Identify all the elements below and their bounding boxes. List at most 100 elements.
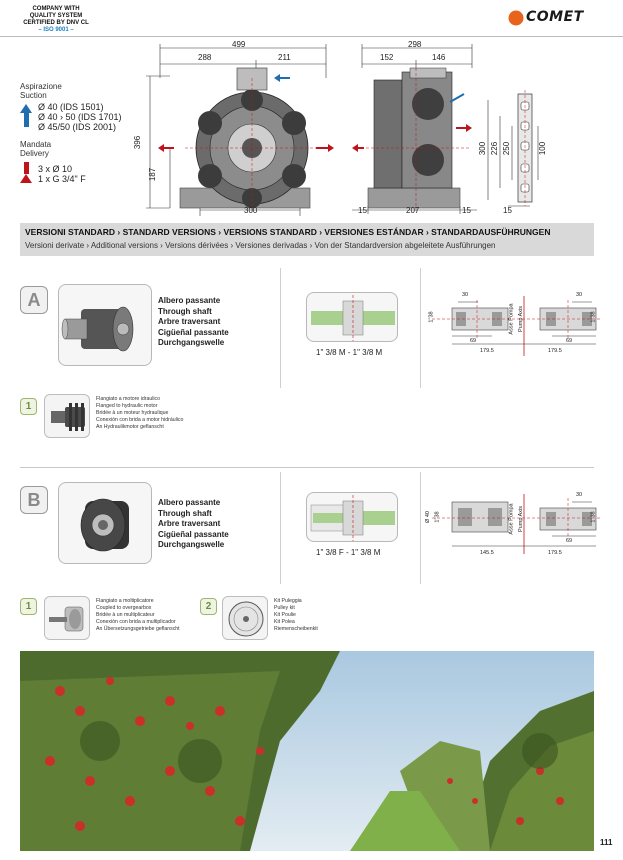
suction-label-en: Suction <box>20 91 47 100</box>
b-pump-axis-en: Pump Axis <box>517 506 524 532</box>
label-it: Albero passante <box>158 498 221 507</box>
dim-front-left: 288 <box>198 53 212 62</box>
dim-side-left: 152 <box>380 53 394 62</box>
label-en: Through shaft <box>158 508 212 518</box>
certification-block: COMPANY WITH QUALITY SYSTEM CERTIFIED BY… <box>20 6 92 34</box>
dim-side-right: 146 <box>432 53 446 62</box>
a-dim-179-right: 179.5 <box>548 348 562 354</box>
suction-row: Ø 40 › 50 (IDS 1701) <box>38 112 122 122</box>
dim-foot-height: 100 <box>538 141 548 156</box>
accessory-line: Flanged to hydraulic motor <box>96 403 158 409</box>
accessory-line: Pulley kit <box>274 605 295 611</box>
accessory-line: Coupled to overgearbox <box>96 605 152 611</box>
label-it: Albero passante <box>158 296 221 305</box>
dim-front-right: 211 <box>278 53 291 62</box>
section-divider <box>20 467 594 468</box>
standard-versions-band <box>20 223 594 256</box>
version-a-letter: A <box>27 289 41 310</box>
delivery-legend: Mandata Delivery <box>20 140 51 158</box>
accessory-line: Conexión con brida a multiplicador <box>96 619 176 625</box>
version-b-letter: B <box>27 489 41 510</box>
standard-versions-subtitle: Versioni derivate › Additional versions … <box>25 241 496 250</box>
cert-iso: – ISO 9001 – <box>38 27 74 33</box>
a-dim-69-right: 69 <box>566 338 573 344</box>
label-en: Through shaft <box>158 306 212 316</box>
accessory-line: Kit Polea <box>274 619 295 625</box>
version-b-shaft-diagram <box>306 492 398 542</box>
accessory-line: An Hydraulikmotor geflanscht <box>96 424 164 430</box>
b-dim-30: 30 <box>576 492 583 498</box>
b-dim-1-38-right: 1"38 <box>590 511 597 523</box>
comet-logo: COMET <box>508 8 598 28</box>
suction-rows: Ø 40 (IDS 1501) Ø 40 › 50 (IDS 1701) Ø 4… <box>38 102 122 132</box>
delivery-rows: 3 x Ø 10 1 x G 3/4" F <box>38 164 86 184</box>
pulley-kit-photo <box>222 596 268 640</box>
apple-orchard-photo <box>20 651 594 851</box>
dim-side-width: 298 <box>408 40 422 49</box>
accessory-line: Kit Poulie <box>274 612 296 618</box>
pulley-image <box>228 601 264 637</box>
accessory-line: Riemenscheibenkit <box>274 626 318 632</box>
version-b-accessory-1-text: Flangiato a moltiplicatore Coupled to ov… <box>96 598 180 633</box>
a-dim-179-left: 179.5 <box>480 348 494 354</box>
accessory-line: Flangiato a moltiplicatore <box>96 598 154 604</box>
delivery-label-en: Delivery <box>20 149 49 158</box>
b-dim-1-38-left: 1"38 <box>434 511 441 523</box>
delivery-arrow-icon <box>20 162 32 183</box>
a-dim-69-left: 69 <box>470 338 477 344</box>
accessory-number: 1 <box>25 401 32 412</box>
dim-front-height: 396 <box>133 135 143 150</box>
delivery-row: 3 x Ø 10 <box>38 164 73 174</box>
through-shaft-female-image <box>80 498 129 552</box>
label-es: Cigüeñal passante <box>158 327 229 337</box>
shaft-mm-diagram <box>311 295 395 341</box>
accessory-line: Conexión con brida a motor hidráulico <box>96 417 184 423</box>
version-b-accessory-2-text: Kit Puleggia Pulley kit Kit Poulie Kit P… <box>274 598 318 633</box>
version-a-labels: Albero passante Through shaft Arbre trav… <box>158 296 229 349</box>
label-de: Durchgangswelle <box>158 540 225 549</box>
dim-side-h1: 300 <box>478 141 488 156</box>
version-b-accessory-2-badge: 2 <box>200 598 217 615</box>
suction-label-it: Aspirazione <box>20 82 62 91</box>
accessory-number: 1 <box>25 601 32 612</box>
label-fr: Arbre traversant <box>158 317 221 326</box>
b-dim-dia-40: Ø 40 <box>424 511 431 523</box>
orchard-illustration <box>20 651 594 851</box>
page-number: 111 <box>600 838 613 847</box>
accessory-line: Bridée à un multiplicateur <box>96 612 155 618</box>
dim-front-axis: 187 <box>148 167 158 182</box>
label-fr: Arbre traversant <box>158 519 221 528</box>
version-b-accessory-1-badge: 1 <box>20 598 37 615</box>
accessory-line: An Übersetzungsgetriebe geflanscht <box>96 626 180 632</box>
dim-side-foot-right: 15 <box>462 206 471 215</box>
cert-line-1: COMPANY WITH <box>32 6 80 12</box>
a-pump-axis-en: Pump Axis <box>517 306 524 332</box>
pump-side-drawing <box>352 44 477 214</box>
version-a-shaft-photo <box>58 284 152 366</box>
overgearbox-photo <box>44 596 90 640</box>
a-dim-1-38-right: 1"38 <box>590 311 597 323</box>
delivery-row: 1 x G 3/4" F <box>38 174 86 184</box>
delivery-label-it: Mandata <box>20 140 52 149</box>
a-dim-30-left: 30 <box>462 292 469 298</box>
version-a-badge: A <box>20 286 48 314</box>
version-b-shaft-photo <box>58 482 152 564</box>
standard-versions-title: VERSIONI STANDARD › STANDARD VERSIONS › … <box>25 227 551 237</box>
dim-side-base: 207 <box>406 206 420 215</box>
version-a-shaft-diagram <box>306 292 398 342</box>
version-a-accessory-1-text: Flangiato a motore idraulico Flanged to … <box>96 396 183 431</box>
b-pump-axis-it: Asse Pompa <box>508 503 515 535</box>
dim-side-h2: 226 <box>490 141 500 156</box>
suction-legend: Aspirazione Suction <box>20 82 62 100</box>
overgearbox-image <box>49 606 84 632</box>
dim-side-h3: 250 <box>502 141 512 156</box>
pump-front-drawing <box>146 44 334 216</box>
brand-name: COMET <box>526 9 584 25</box>
a-dim-1-38-left: 1"38 <box>428 311 435 323</box>
foot-detail-drawing <box>487 90 539 207</box>
dim-front-base: 300 <box>244 206 258 215</box>
a-pump-axis-it: Asse Pompa <box>508 303 515 335</box>
dim-side-foot-left: 15 <box>358 206 367 215</box>
b-dim-69: 69 <box>566 538 573 544</box>
header-divider <box>0 36 623 37</box>
